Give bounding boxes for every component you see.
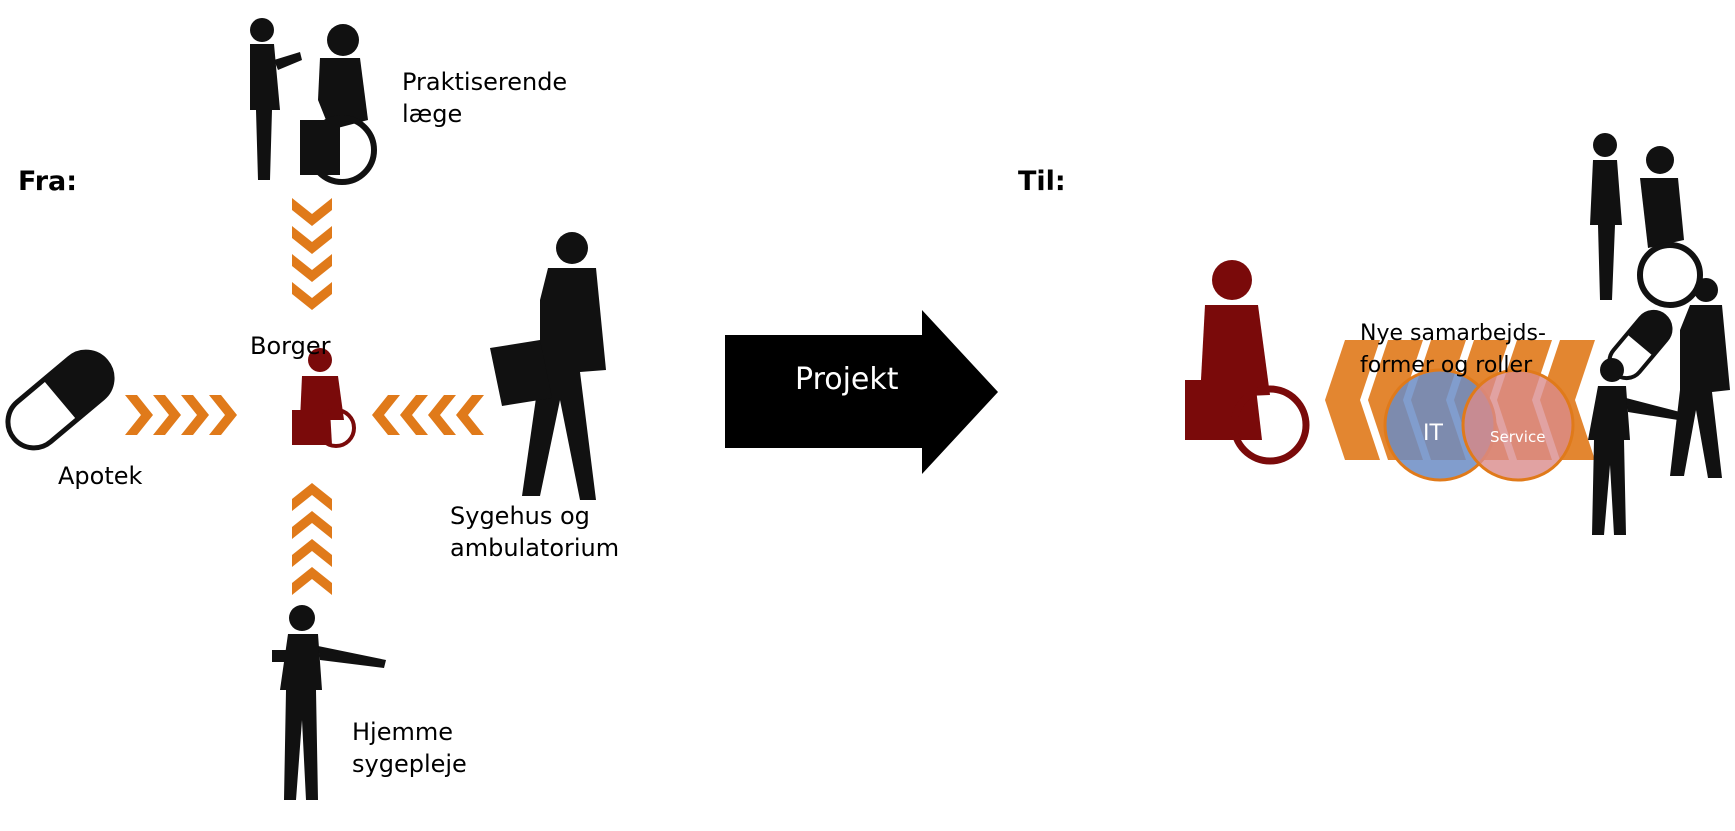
target-nurse-silhouette [1588,358,1680,535]
target-caption-line2: former og roller [1360,353,1533,378]
project-arrow [725,310,998,474]
target-caption: Nye samarbejds- former og roller [1360,318,1546,382]
pharmacy-label: Apotek [58,462,143,490]
hospital-label-line1: Sygehus og [450,502,590,530]
doctor-label: Praktiserende læge [402,66,567,130]
pill-icon [5,349,115,451]
home-nursing-label-line1: Hjemme [352,718,454,746]
hospital-label: Sygehus og ambulatorium [450,500,619,564]
from-heading: Fra: [18,166,78,197]
chevrons-from-pharmacy [125,395,237,435]
doctor-label-line2: læge [402,100,463,128]
target-caption-line1: Nye samarbejds- [1360,321,1546,346]
target-citizen-silhouette [1185,260,1310,465]
doctor-label-line1: Praktiserende [402,68,568,96]
doctor-silhouette [250,18,377,185]
home-nursing-label: Hjemme sygepleje [352,716,467,780]
to-heading: Til: [1018,166,1066,197]
service-circle [1461,368,1575,482]
target-doctor-silhouette [1590,133,1703,308]
project-arrow-label: Projekt [795,362,899,397]
chevrons-from-doctor [292,198,332,310]
home-nurse-silhouette [272,605,386,800]
it-circle-label: IT [1423,421,1443,446]
chevrons-from-hospital [372,395,484,435]
target-hospital-doctor-silhouette [1670,278,1730,478]
chevrons-from-home-nursing [292,483,332,595]
service-circle-label: Service [1490,428,1546,446]
home-nursing-label-line2: sygepleje [352,750,467,778]
hospital-label-line2: ambulatorium [450,534,620,562]
hospital-doctor-silhouette [490,232,606,500]
citizen-label: Borger [250,332,331,360]
citizen-silhouette [292,348,356,448]
